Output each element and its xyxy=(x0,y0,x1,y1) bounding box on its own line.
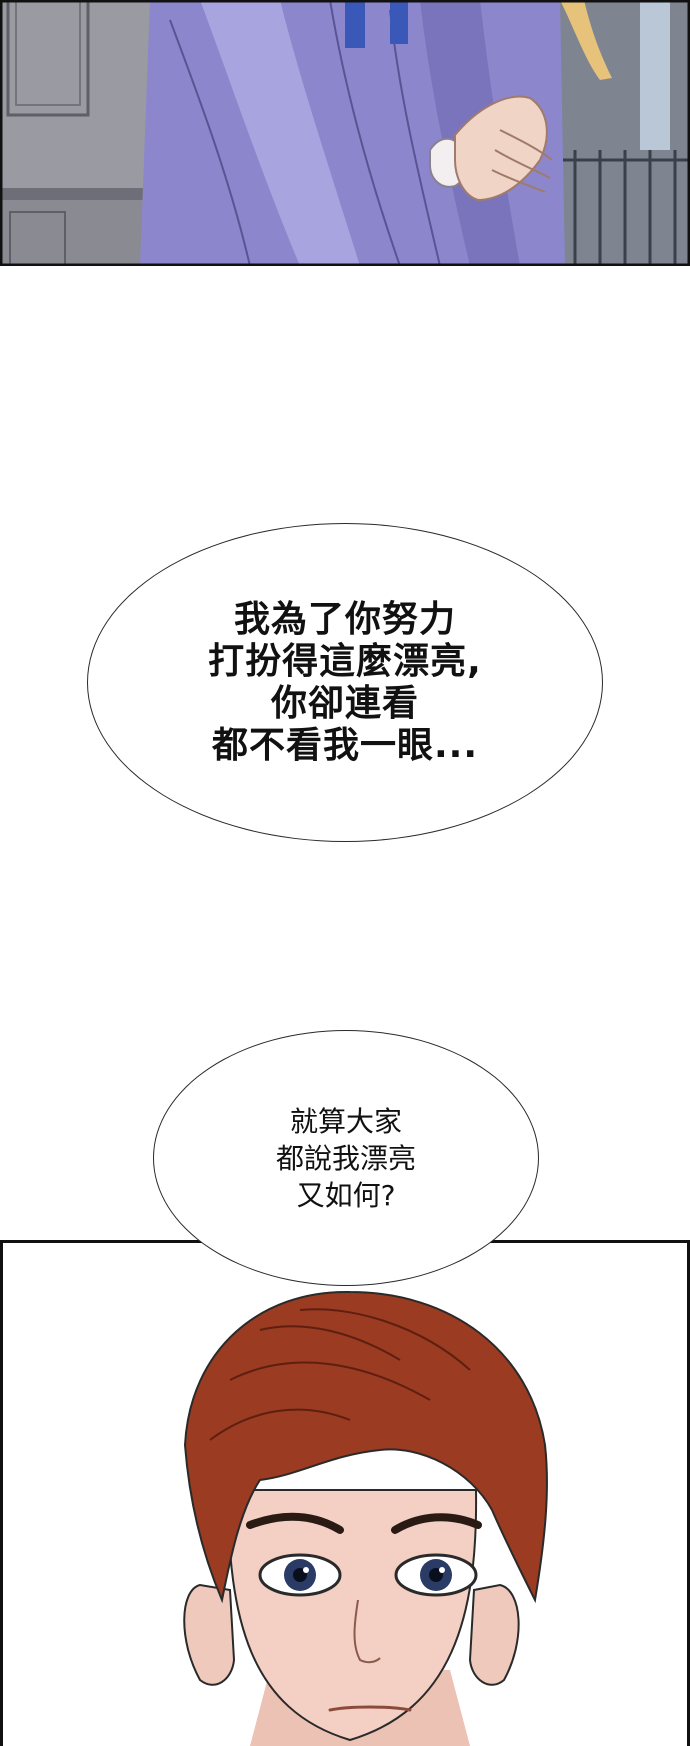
speech-line: 就算大家 xyxy=(289,1104,402,1138)
speech-line: 都說我漂亮 xyxy=(275,1141,416,1175)
bottom-comic-panel xyxy=(0,1240,690,1746)
speech-bubble-2: 就算大家 都說我漂亮 又如何? xyxy=(153,1030,539,1286)
speech-line: 你卻連看 xyxy=(270,682,419,724)
speech-line: 又如何? xyxy=(296,1178,396,1212)
speech-line: 打扮得這麼漂亮, xyxy=(208,640,482,682)
top-comic-panel xyxy=(0,0,690,266)
speech-line: 我為了你努力 xyxy=(233,598,456,640)
speech-bubble-1: 我為了你努力 打扮得這麼漂亮, 你卻連看 都不看我一眼... xyxy=(87,523,603,842)
speech-line: 都不看我一眼... xyxy=(211,724,479,766)
